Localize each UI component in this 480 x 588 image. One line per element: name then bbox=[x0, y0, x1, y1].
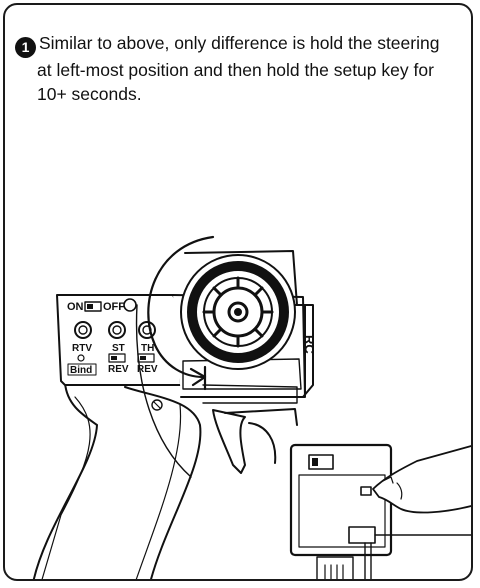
bind-label: Bind bbox=[70, 365, 92, 376]
st-rev-label: REV bbox=[108, 364, 129, 375]
brand-logo: RC bbox=[302, 335, 317, 354]
th-rev-label: REV bbox=[137, 364, 158, 375]
receiver-inset bbox=[289, 443, 471, 579]
instruction-line-3: 10+ seconds. bbox=[37, 84, 142, 104]
control-panel: ON OFF RTV Bind ST REV TH REV bbox=[67, 298, 163, 411]
steering-wheel[interactable] bbox=[180, 254, 296, 370]
throttle-trigger[interactable] bbox=[212, 408, 298, 474]
step-number-badge: 1 bbox=[15, 37, 36, 58]
transmitter-illustration: RC ON O bbox=[32, 235, 471, 579]
receiver-connector bbox=[348, 526, 376, 544]
finger-icon bbox=[372, 445, 471, 514]
instruction-line-1: Similar to above, only difference is hol… bbox=[39, 33, 440, 53]
th-label: TH bbox=[141, 343, 154, 354]
receiver-bind-button[interactable] bbox=[360, 486, 372, 496]
power-led-icon bbox=[123, 298, 137, 312]
setup-key[interactable] bbox=[77, 354, 85, 362]
power-off-label: OFF bbox=[103, 301, 125, 313]
power-on-label: ON bbox=[67, 301, 84, 313]
st-label: ST bbox=[112, 343, 125, 354]
rtv-label: RTV bbox=[72, 343, 92, 354]
transmitter-grip bbox=[32, 382, 202, 579]
instruction-line-2: at left-most position and then hold the … bbox=[37, 60, 434, 80]
rotation-arrow-icon bbox=[135, 235, 215, 478]
